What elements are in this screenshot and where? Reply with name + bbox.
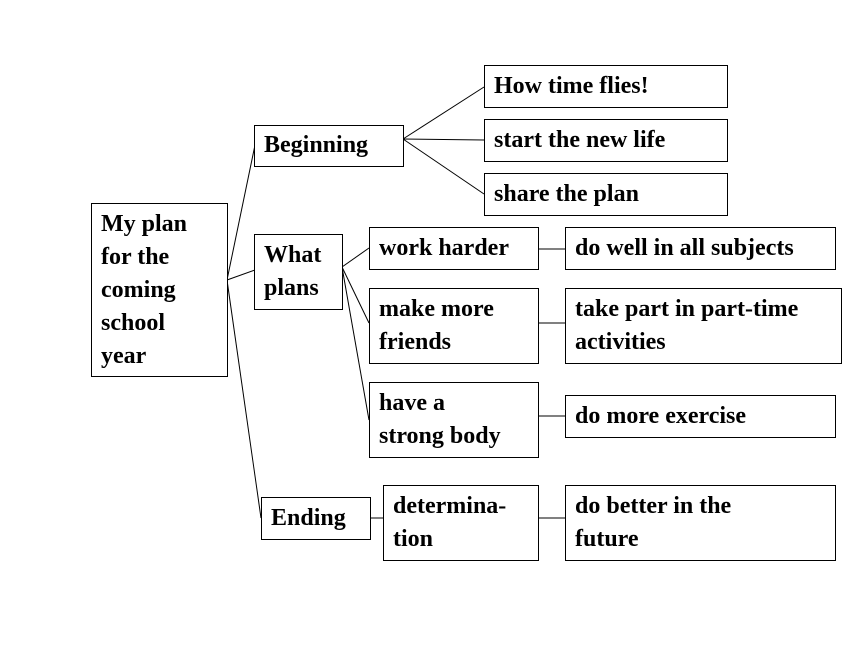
connector-plans-strong-body bbox=[341, 266, 370, 421]
ending-determination: determina- tion bbox=[383, 485, 539, 561]
beginning-item-1: How time flies! bbox=[484, 65, 728, 108]
plan-make-more-friends: make more friends bbox=[369, 288, 539, 364]
beginning-item-3: share the plan bbox=[484, 173, 728, 216]
plan-strong-body: have a strong body bbox=[369, 382, 539, 458]
beginning-item-2: start the new life bbox=[484, 119, 728, 162]
connector-beginning-item-2 bbox=[402, 138, 485, 141]
ending-detail-future: do better in the future bbox=[565, 485, 836, 561]
connector-beginning-item-1 bbox=[402, 86, 485, 140]
detail-more-exercise: do more exercise bbox=[565, 395, 836, 438]
connector-root-beginning bbox=[226, 144, 256, 281]
connector-plans-work-harder bbox=[341, 247, 370, 268]
detail-part-time-activities: take part in part-time activities bbox=[565, 288, 842, 364]
connector-root-plans bbox=[226, 269, 256, 281]
ending-node: Ending bbox=[261, 497, 371, 540]
connector-beginning-item-3 bbox=[402, 138, 485, 195]
connector-plans-make-friends bbox=[341, 266, 370, 324]
plan-work-harder: work harder bbox=[369, 227, 539, 270]
beginning-node: Beginning bbox=[254, 125, 404, 167]
connector-root-ending bbox=[226, 279, 262, 519]
plans-node: What plans bbox=[254, 234, 343, 310]
root-node: My plan for the coming school year bbox=[91, 203, 228, 377]
detail-well-in-subjects: do well in all subjects bbox=[565, 227, 836, 270]
